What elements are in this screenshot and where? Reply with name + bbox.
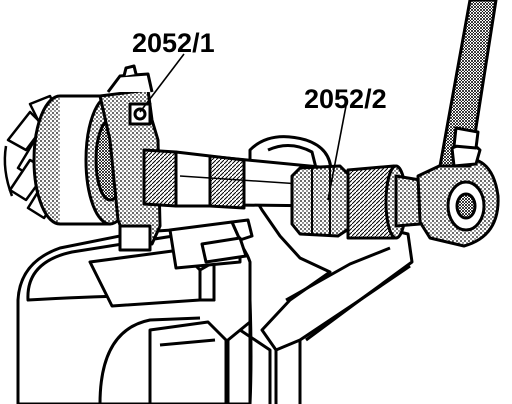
callout-2052-1: 2052/1 [132,28,215,58]
callout-2052-2: 2052/2 [304,84,387,114]
ratchet-wrench [416,0,500,248]
shaft [142,148,332,210]
leader-lines [139,53,347,201]
tool-2052-2-socket [290,164,422,240]
vise [16,218,272,404]
